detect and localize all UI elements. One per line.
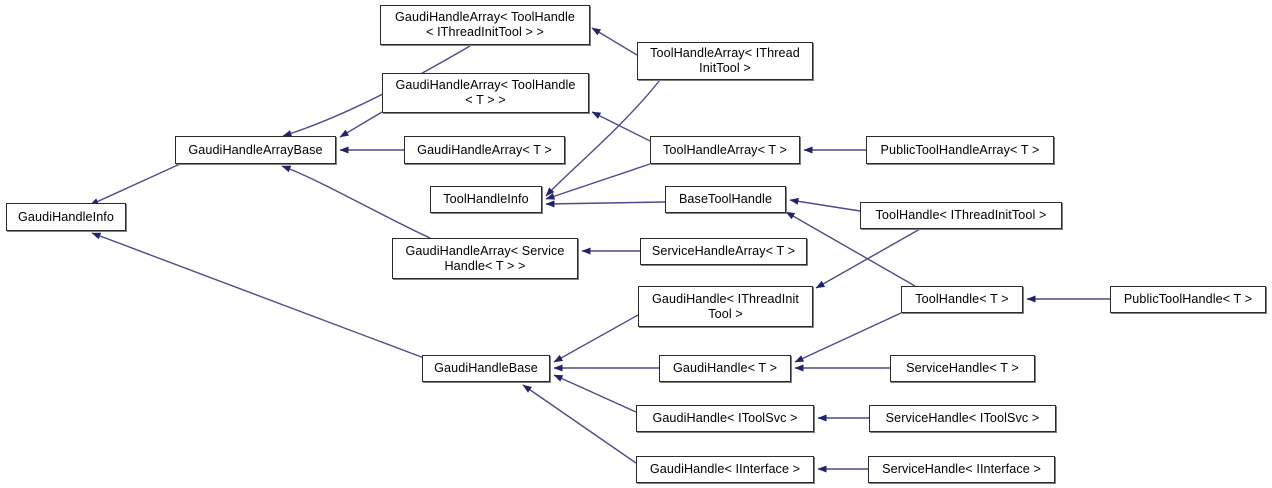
class-node-servicehandle-t[interactable]: ServiceHandle< T >	[890, 355, 1035, 382]
class-node-servicehandle-iinterface[interactable]: ServiceHandle< IInterface >	[868, 456, 1055, 483]
inheritance-edge	[522, 384, 637, 464]
class-node-servicehandlearray-t[interactable]: ServiceHandleArray< T >	[640, 238, 807, 265]
class-node-toolhandleinfo[interactable]: ToolHandleInfo	[430, 186, 542, 213]
inheritance-edge	[815, 228, 921, 289]
inheritance-edge	[553, 374, 637, 413]
class-node-toolhandle-ithreadinittool[interactable]: ToolHandle< IThreadInitTool >	[860, 202, 1062, 229]
class-node-label: BaseToolHandle	[678, 192, 773, 206]
class-node-label: ToolHandleArray< IThread InitTool >	[650, 46, 800, 75]
inheritance-edge	[545, 163, 651, 200]
class-node-label: ToolHandle< T >	[915, 292, 1009, 306]
class-node-label: ServiceHandle< T >	[906, 361, 1019, 375]
inheritance-edge	[339, 111, 383, 138]
class-node-label: PublicToolHandleArray< T >	[880, 142, 1040, 157]
class-node-label: GaudiHandleArray< Service Handle< T > >	[405, 243, 565, 273]
inheritance-edge	[89, 163, 181, 206]
inheritance-edge	[281, 165, 431, 239]
inheritance-edge	[591, 27, 638, 56]
class-node-gaudi-handle-ithreadinittool[interactable]: GaudiHandle< IThreadInit Tool >	[638, 286, 813, 327]
class-node-label: PublicToolHandle< T >	[1123, 292, 1253, 306]
inheritance-edge	[553, 314, 639, 363]
inheritance-edge	[91, 232, 425, 359]
class-node-label: GaudiHandleArray< T >	[417, 142, 552, 157]
class-node-label: GaudiHandleArray< ToolHandle < T > >	[395, 78, 576, 107]
class-node-label: ToolHandleInfo	[443, 192, 529, 206]
class-node-label: GaudiHandle< IThreadInit Tool >	[652, 291, 799, 321]
class-node-label: GaudiHandleArray< ToolHandle < IThreadIn…	[394, 10, 576, 39]
class-node-label: GaudiHandle< IToolSvc >	[652, 411, 798, 425]
class-node-gaudi-handle-itoolsvc[interactable]: GaudiHandle< IToolSvc >	[636, 405, 814, 432]
class-node-toolhandlearray-ithreadinittool[interactable]: ToolHandleArray< IThread InitTool >	[637, 42, 813, 80]
class-node-label: ServiceHandleArray< T >	[651, 244, 796, 258]
class-node-gaudi-handle-array-toolhandle-t[interactable]: GaudiHandleArray< ToolHandle < T > >	[382, 73, 589, 113]
class-node-label: GaudiHandle< IInterface >	[649, 462, 801, 476]
class-node-label: GaudiHandle< T >	[672, 361, 778, 375]
class-node-label: GaudiHandleBase	[434, 361, 538, 375]
class-node-gaudi-handle-array-toolhandle-ithreadinittool[interactable]: GaudiHandleArray< ToolHandle < IThreadIn…	[380, 5, 590, 45]
class-node-label: GaudiHandleArrayBase	[188, 142, 323, 157]
class-node-label: ToolHandle< IThreadInitTool >	[875, 208, 1047, 222]
class-node-gaudi-handle-array-t[interactable]: GaudiHandleArray< T >	[404, 136, 565, 164]
class-node-publictoolhandlearray-t[interactable]: PublicToolHandleArray< T >	[866, 136, 1054, 164]
class-node-label: ServiceHandle< IToolSvc >	[885, 411, 1040, 425]
class-node-gaudi-handle-iinterface[interactable]: GaudiHandle< IInterface >	[636, 456, 814, 483]
class-node-label: ToolHandleArray< T >	[662, 142, 788, 157]
class-node-gaudi-handle-base[interactable]: GaudiHandleBase	[422, 355, 550, 382]
class-node-gaudi-handle-info[interactable]: GaudiHandleInfo	[6, 203, 126, 231]
inheritance-edge	[545, 200, 666, 208]
class-node-gaudi-handle-array-servicehandle-t[interactable]: GaudiHandleArray< Service Handle< T > >	[392, 238, 578, 279]
inheritance-edge	[591, 111, 651, 142]
inheritance-edge	[789, 197, 861, 212]
class-node-basetoolhandle[interactable]: BaseToolHandle	[665, 186, 786, 213]
class-node-toolhandlearray-t[interactable]: ToolHandleArray< T >	[650, 136, 800, 164]
class-node-label: GaudiHandleInfo	[17, 209, 115, 224]
class-node-publictoolhandle-t[interactable]: PublicToolHandle< T >	[1110, 286, 1266, 313]
class-node-gaudi-handle-t[interactable]: GaudiHandle< T >	[659, 355, 791, 382]
class-node-servicehandle-itoolsvc[interactable]: ServiceHandle< IToolSvc >	[869, 405, 1056, 432]
class-node-toolhandle-t[interactable]: ToolHandle< T >	[901, 286, 1023, 313]
class-node-label: ServiceHandle< IInterface >	[882, 462, 1041, 476]
class-node-gaudi-handle-array-base[interactable]: GaudiHandleArrayBase	[175, 136, 336, 164]
